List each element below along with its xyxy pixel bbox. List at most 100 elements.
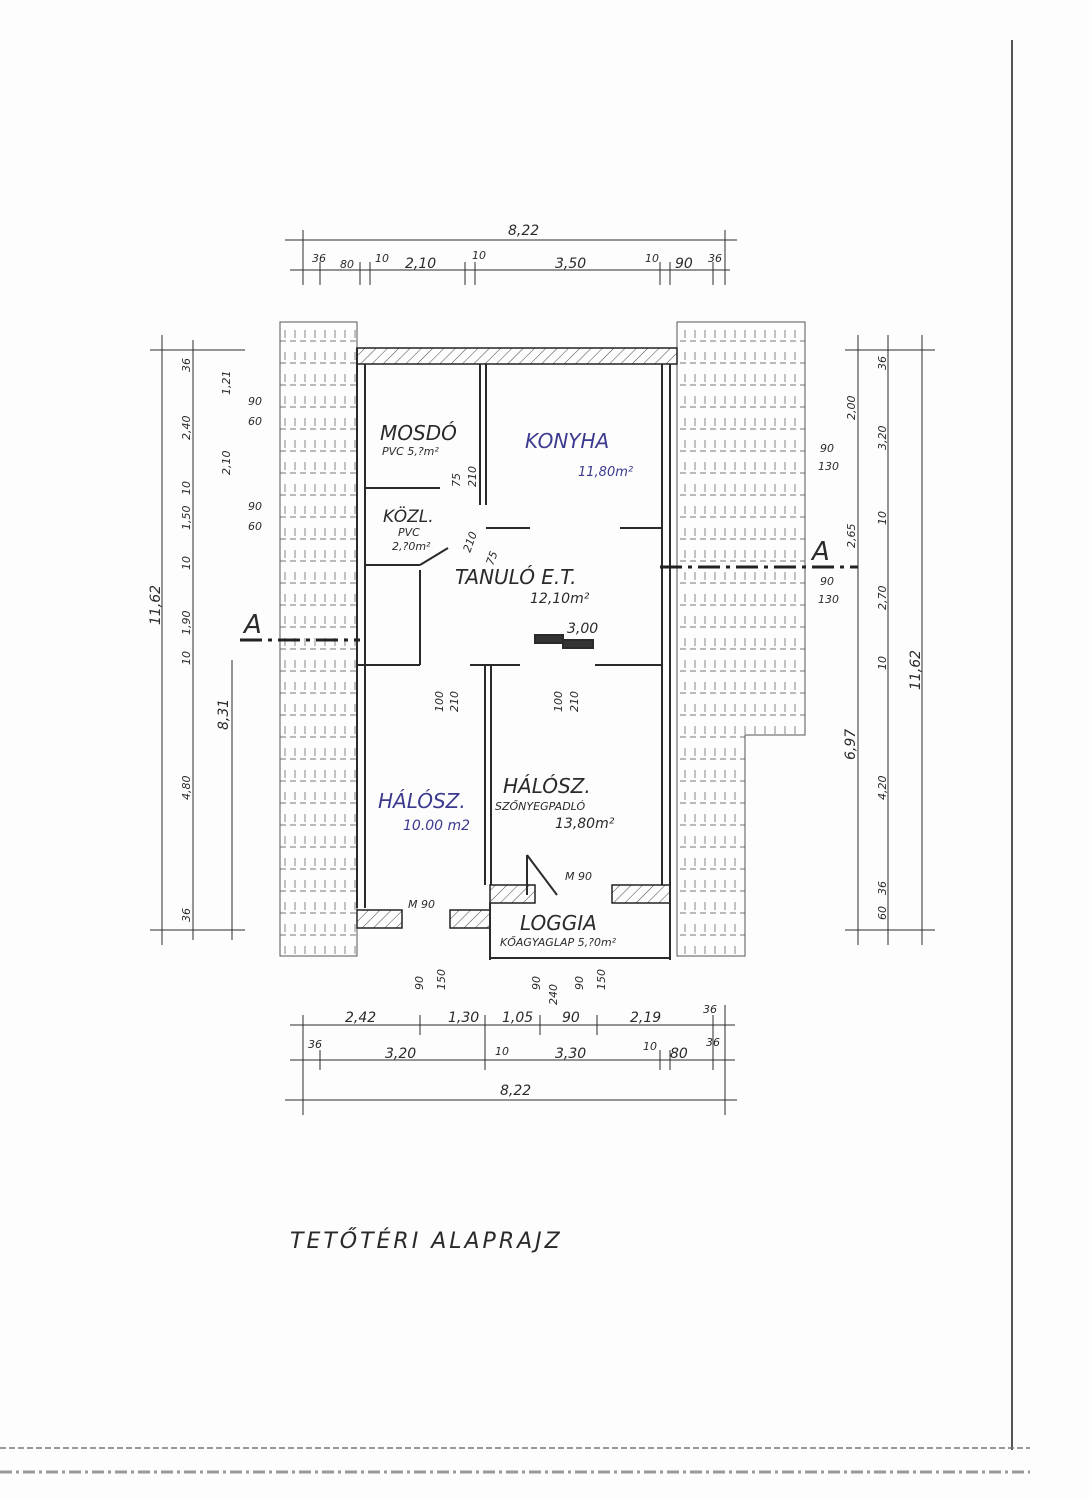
svg-text:MOSDÓ: MOSDÓ — [380, 421, 457, 445]
svg-text:36: 36 — [308, 1038, 322, 1051]
svg-text:60: 60 — [248, 520, 262, 533]
top-dimension-lines — [285, 230, 737, 285]
svg-text:10: 10 — [876, 656, 889, 670]
room-konyha: KONYHA 11,80m² — [525, 429, 633, 480]
svg-text:A: A — [810, 537, 830, 567]
roof-right — [676, 321, 806, 957]
svg-text:TANULÓ E.T.: TANULÓ E.T. — [455, 565, 576, 589]
svg-text:10: 10 — [876, 511, 889, 525]
svg-text:150: 150 — [595, 969, 608, 990]
svg-text:LOGGIA: LOGGIA — [520, 911, 597, 935]
drawing-title: TETŐTÉRI ALAPRAJZ — [290, 1228, 563, 1254]
svg-text:36: 36 — [703, 1003, 717, 1016]
svg-text:2,40: 2,40 — [180, 416, 193, 441]
svg-text:36: 36 — [876, 356, 889, 370]
svg-text:KONYHA: KONYHA — [525, 429, 609, 453]
svg-text:90: 90 — [562, 1010, 580, 1026]
room-loggia: LOGGIA KŐAGYAGLAP 5,?0m² — [500, 911, 617, 949]
section-mark-right: A — [660, 537, 858, 569]
svg-text:10: 10 — [495, 1045, 509, 1058]
svg-text:10: 10 — [645, 252, 659, 265]
svg-text:10: 10 — [180, 556, 193, 570]
svg-text:11,62: 11,62 — [908, 650, 924, 690]
svg-text:1,21: 1,21 — [220, 371, 233, 396]
svg-text:HÁLÓSZ.: HÁLÓSZ. — [378, 789, 466, 813]
svg-text:2,65: 2,65 — [845, 524, 858, 549]
bottom-dimension-lines — [285, 1005, 737, 1115]
svg-text:90: 90 — [248, 500, 262, 513]
svg-text:1,05: 1,05 — [502, 1010, 533, 1026]
svg-text:13,80m²: 13,80m² — [555, 816, 615, 832]
svg-text:100: 100 — [552, 691, 565, 712]
svg-text:PVC: PVC — [398, 526, 420, 539]
svg-text:240: 240 — [547, 984, 560, 1005]
top-row-dims: 36 80 10 2,10 10 3,50 10 90 36 — [312, 249, 722, 272]
svg-text:36: 36 — [706, 1036, 720, 1049]
svg-text:60: 60 — [876, 906, 889, 920]
svg-text:210: 210 — [466, 466, 479, 487]
svg-text:36: 36 — [180, 358, 193, 372]
svg-text:36: 36 — [708, 252, 722, 265]
svg-text:11,80m²: 11,80m² — [578, 465, 633, 480]
svg-text:150: 150 — [435, 969, 448, 990]
bottom-row-2: 36 3,20 10 3,30 10 80 36 — [308, 1036, 720, 1062]
svg-text:10.00 m2: 10.00 m2 — [403, 818, 470, 834]
svg-text:KŐAGYAGLAP 5,?0m²: KŐAGYAGLAP 5,?0m² — [500, 935, 617, 949]
svg-text:90: 90 — [413, 976, 426, 990]
svg-text:90: 90 — [675, 256, 693, 272]
svg-text:210: 210 — [448, 691, 461, 712]
svg-text:75: 75 — [450, 473, 463, 487]
svg-text:11,62: 11,62 — [148, 585, 164, 625]
room-tanulo: TANULÓ E.T. 12,10m² — [455, 565, 590, 607]
svg-text:2,19: 2,19 — [630, 1010, 661, 1026]
svg-text:2,70: 2,70 — [876, 586, 889, 611]
svg-text:10: 10 — [375, 252, 389, 265]
door-dimensions: 75 210 75 210 100 210 100 210 — [433, 466, 581, 712]
svg-text:KÖZL.: KÖZL. — [383, 505, 434, 527]
svg-text:130: 130 — [818, 593, 839, 606]
bottom-total: 8,22 — [500, 1083, 531, 1099]
svg-text:210: 210 — [461, 530, 480, 554]
room-kozl: KÖZL. PVC 2,?0m² — [383, 505, 434, 553]
svg-text:10: 10 — [180, 481, 193, 495]
section-mark-left: A — [240, 610, 360, 642]
svg-text:A: A — [242, 610, 262, 640]
svg-text:2,10: 2,10 — [220, 451, 233, 476]
bottom-opening-dims: 90 150 90 240 90 150 — [413, 969, 608, 1005]
svg-text:36: 36 — [312, 252, 326, 265]
svg-text:90: 90 — [820, 442, 834, 455]
svg-text:60: 60 — [248, 415, 262, 428]
svg-text:36: 36 — [180, 908, 193, 922]
svg-text:80: 80 — [670, 1046, 688, 1062]
svg-text:1,90: 1,90 — [180, 611, 193, 636]
svg-text:100: 100 — [433, 691, 446, 712]
svg-text:2,00: 2,00 — [845, 396, 858, 421]
room-halosz-1: HÁLÓSZ. 10.00 m2 — [378, 789, 470, 834]
svg-text:3,20: 3,20 — [385, 1046, 416, 1062]
svg-text:90: 90 — [248, 395, 262, 408]
svg-text:10: 10 — [643, 1040, 657, 1053]
stair-dimension: 3,00 — [567, 621, 598, 637]
svg-text:2,42: 2,42 — [345, 1010, 376, 1026]
svg-text:130: 130 — [818, 460, 839, 473]
svg-text:210: 210 — [568, 691, 581, 712]
svg-text:4,20: 4,20 — [876, 776, 889, 801]
svg-text:6,97: 6,97 — [843, 729, 859, 760]
svg-text:3,30: 3,30 — [555, 1046, 586, 1062]
svg-text:SZŐNYEGPADLÓ: SZŐNYEGPADLÓ — [495, 799, 585, 813]
svg-text:36: 36 — [876, 881, 889, 895]
svg-text:12,10m²: 12,10m² — [530, 591, 590, 607]
svg-text:10: 10 — [472, 249, 486, 262]
svg-text:1,50: 1,50 — [180, 506, 193, 531]
svg-text:3,50: 3,50 — [555, 256, 586, 272]
door-m90-left: M 90 — [408, 898, 435, 911]
walls — [356, 347, 678, 960]
right-dimension-lines — [845, 335, 935, 945]
door-m90-right: M 90 — [565, 870, 592, 883]
svg-text:4,80: 4,80 — [180, 776, 193, 801]
svg-text:PVC 5,?m²: PVC 5,?m² — [382, 445, 439, 458]
svg-text:80: 80 — [340, 258, 354, 271]
svg-text:10: 10 — [180, 651, 193, 665]
svg-text:8,31: 8,31 — [216, 699, 232, 730]
